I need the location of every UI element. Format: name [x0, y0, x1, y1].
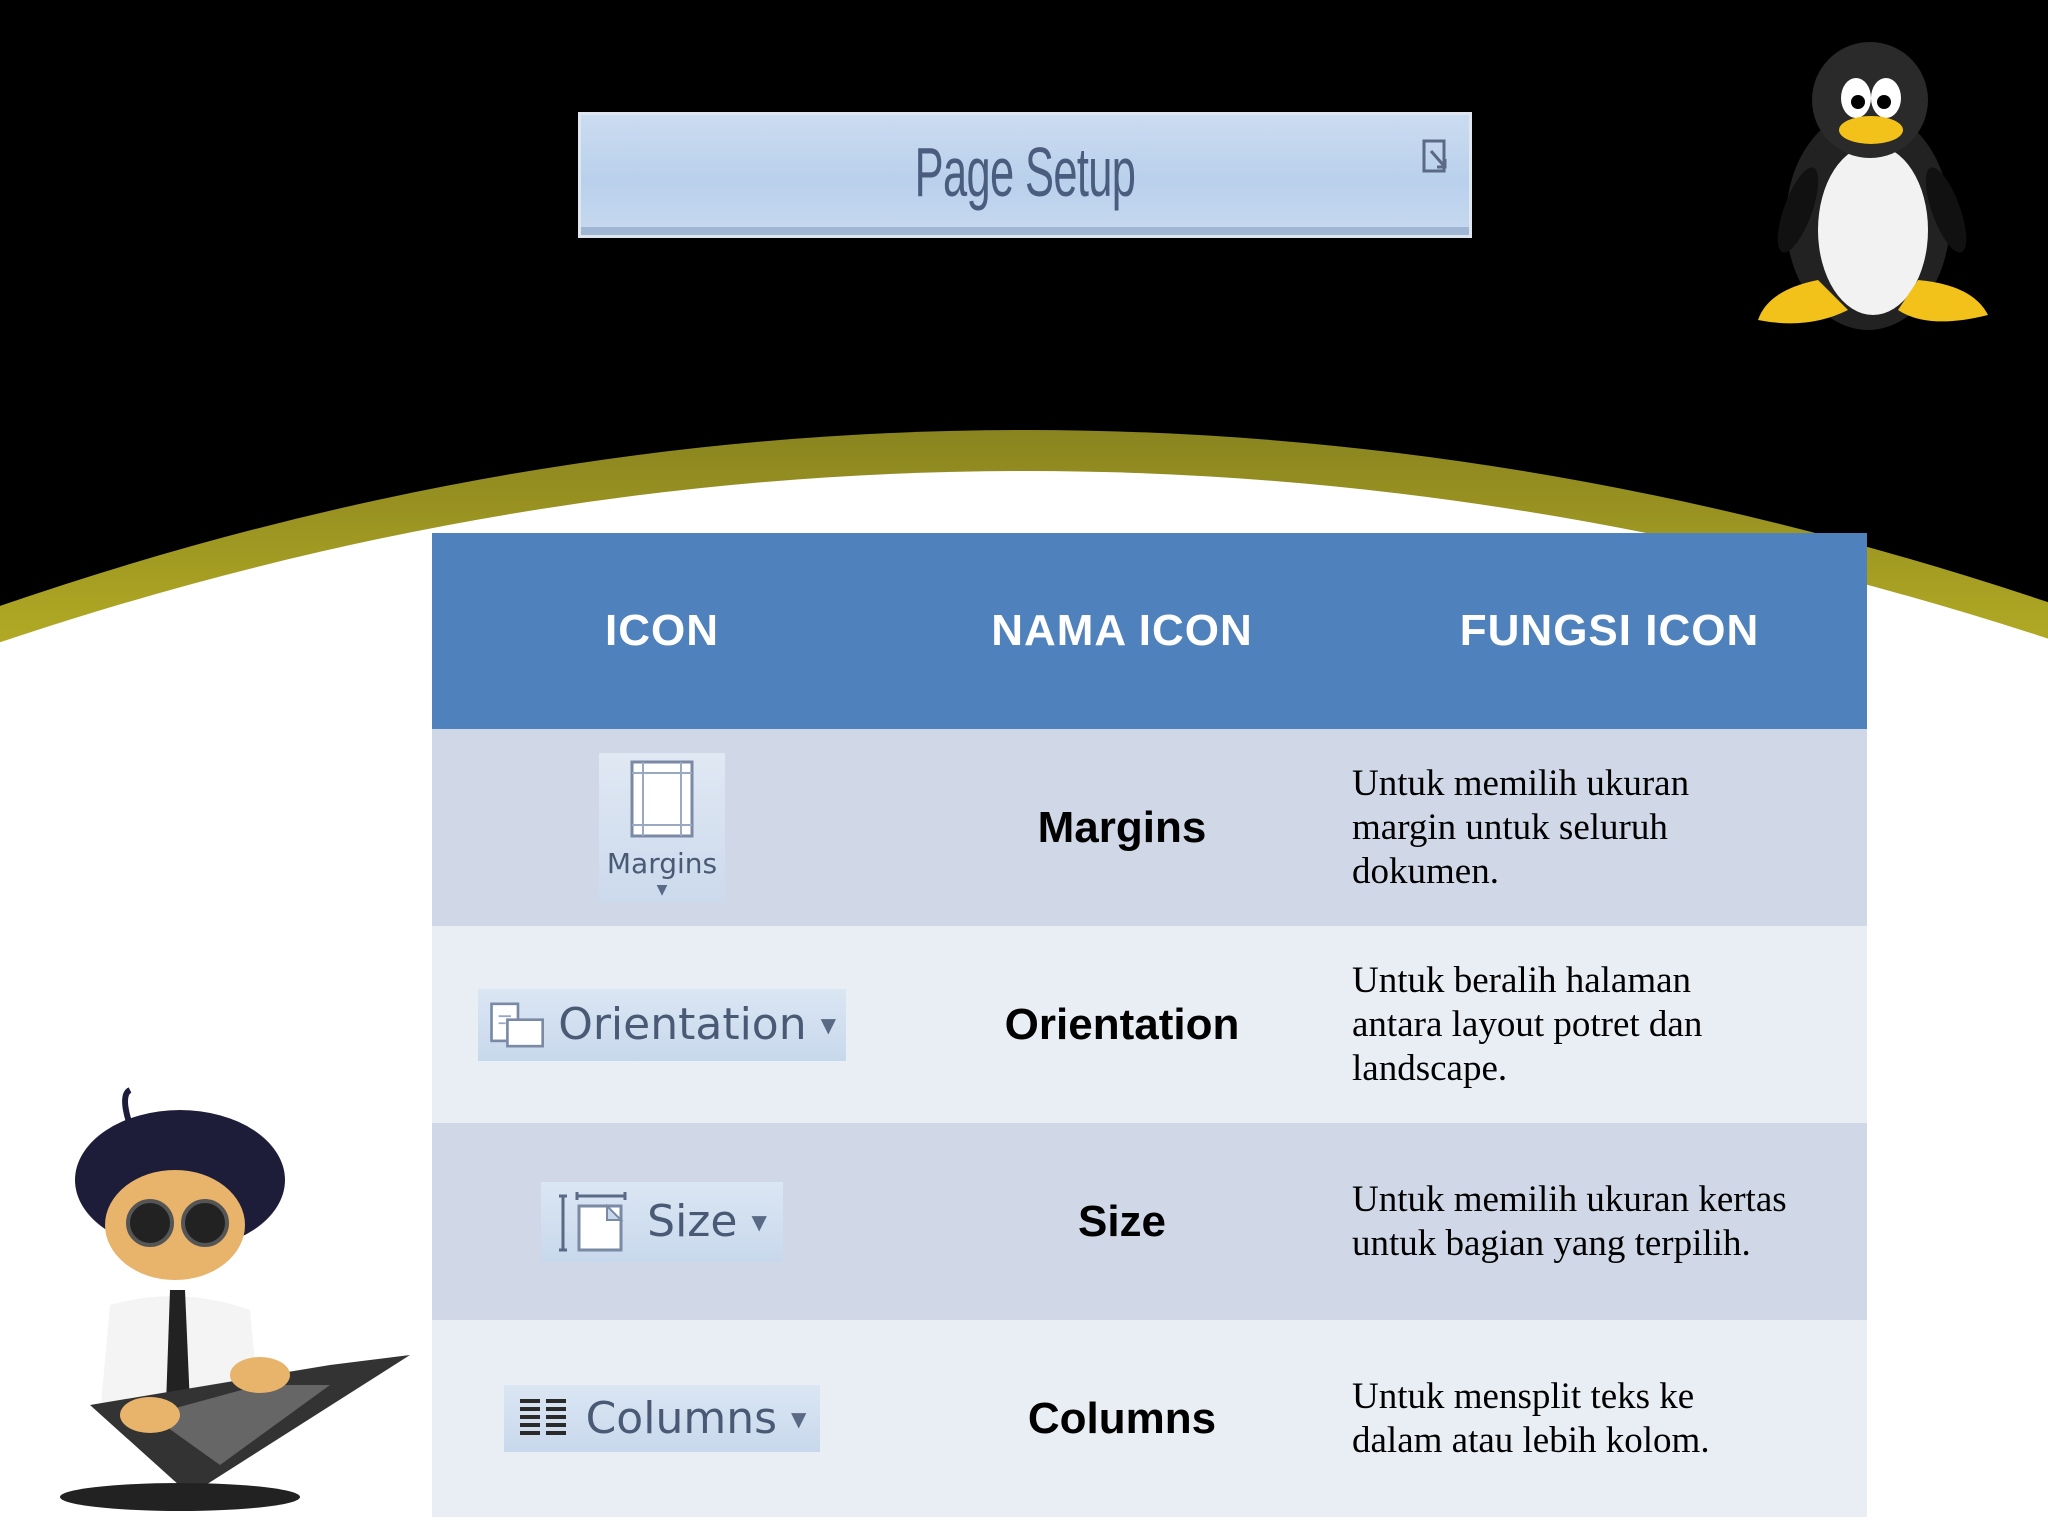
function-cell: Untuk memilih ukuran margin untuk seluru… [1352, 729, 1867, 926]
margins-button-label: Margins [606, 847, 718, 880]
table-row: Margins ▼ Margins Untuk memilih ukuran m… [432, 729, 1867, 926]
function-line: dalam atau lebih kolom. [1352, 1419, 1710, 1461]
name-cell: Size [892, 1123, 1352, 1320]
icon-cell: Columns ▼ [432, 1320, 892, 1517]
name-cell: Orientation [892, 926, 1352, 1123]
page-setup-underline [581, 227, 1469, 235]
table-row: Size ▼ Size Untuk memilih ukuran kertas … [432, 1123, 1867, 1320]
name-cell: Margins [892, 729, 1352, 926]
chevron-down-icon: ▼ [751, 1209, 767, 1234]
header-fungsi-icon: FUNGSI ICON [1352, 533, 1867, 729]
table-header-row: ICON NAMA ICON FUNGSI ICON [432, 533, 1867, 729]
orientation-button[interactable]: Orientation ▼ [478, 988, 846, 1061]
size-icon [559, 1191, 627, 1251]
function-line: Untuk memilih ukuran kertas [1352, 1178, 1787, 1220]
table-row: Orientation ▼ Orientation Untuk beralih … [432, 926, 1867, 1123]
table-row: Columns ▼ Columns Untuk mensplit teks ke… [432, 1320, 1867, 1517]
orientation-icon [490, 1002, 544, 1047]
size-button[interactable]: Size ▼ [541, 1181, 783, 1262]
chevron-down-icon: ▼ [791, 1406, 807, 1431]
function-line: Untuk beralih halaman [1352, 959, 1692, 1001]
page-setup-icons-table: ICON NAMA ICON FUNGSI ICON Margins ▼ [432, 533, 1867, 1517]
header-icon: ICON [432, 533, 892, 729]
function-line: antara layout potret dan [1352, 1003, 1703, 1045]
function-line: landscape. [1352, 1047, 1508, 1089]
chevron-down-icon: ▼ [656, 882, 668, 898]
margins-icon [630, 760, 694, 838]
function-line: untuk bagian yang terpilih. [1352, 1222, 1751, 1264]
function-cell: Untuk beralih halaman antara layout potr… [1352, 926, 1867, 1123]
page-setup-group-bar: Page Setup [578, 112, 1472, 238]
cartoon-boy-laptop-icon [60, 1087, 410, 1511]
chevron-down-icon: ▼ [820, 1012, 836, 1037]
margins-button[interactable]: Margins ▼ [599, 753, 725, 902]
function-line: margin untuk seluruh [1352, 806, 1668, 848]
function-line: Untuk mensplit teks ke [1352, 1375, 1695, 1417]
function-cell: Untuk mensplit teks ke dalam atau lebih … [1352, 1320, 1867, 1517]
columns-button-label: Columns [585, 1393, 778, 1444]
header-nama-icon: NAMA ICON [892, 533, 1352, 729]
icon-cell: Orientation ▼ [432, 926, 892, 1123]
orientation-button-label: Orientation [558, 999, 807, 1050]
function-cell: Untuk memilih ukuran kertas untuk bagian… [1352, 1123, 1867, 1320]
icon-cell: Margins ▼ [432, 729, 892, 926]
icon-cell: Size ▼ [432, 1123, 892, 1320]
function-line: Untuk memilih ukuran [1352, 762, 1690, 804]
name-cell: Columns [892, 1320, 1352, 1517]
columns-icon [519, 1398, 566, 1435]
function-line: dokumen. [1352, 850, 1499, 892]
dialog-launcher-icon[interactable] [1421, 137, 1451, 179]
size-button-label: Size [647, 1196, 738, 1247]
columns-button[interactable]: Columns ▼ [503, 1385, 821, 1452]
penguin-icon [1758, 42, 1988, 330]
page-setup-title: Page Setup [914, 133, 1136, 211]
